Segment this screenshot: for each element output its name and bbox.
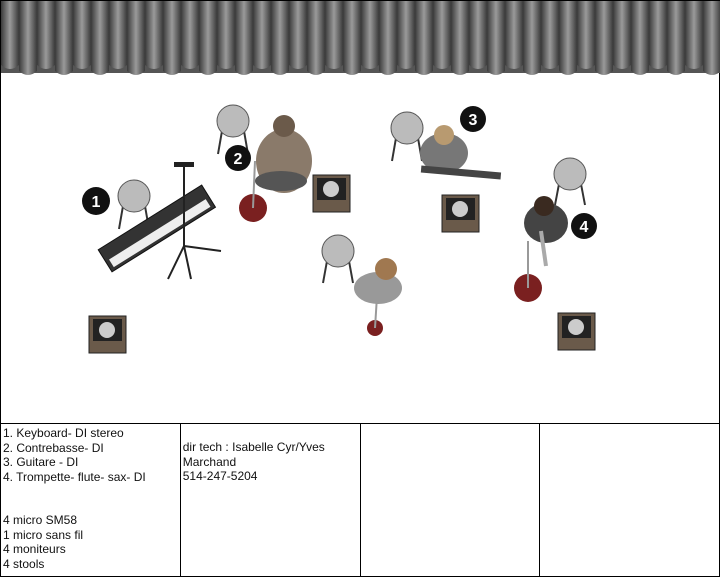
badge-4: 4 bbox=[571, 213, 597, 239]
svg-text:4: 4 bbox=[580, 219, 589, 236]
stage-area: 1 2 3 4 bbox=[0, 0, 720, 424]
curtain-fold bbox=[271, 1, 289, 75]
curtain-fold bbox=[433, 1, 451, 69]
contact-line: dir tech : Isabelle Cyr/Yves bbox=[182, 440, 325, 454]
curtain-fold bbox=[307, 1, 325, 75]
curtain-fold bbox=[199, 1, 217, 75]
input-item: 1. Keyboard- DI stereo bbox=[3, 426, 124, 440]
musician-bass bbox=[255, 115, 312, 193]
curtain-fold bbox=[361, 1, 379, 69]
curtain-fold bbox=[289, 1, 307, 69]
curtain-fold bbox=[667, 1, 685, 75]
curtain-fold bbox=[577, 1, 595, 69]
curtain-fold bbox=[631, 1, 649, 75]
curtain bbox=[1, 1, 720, 75]
keyboard bbox=[97, 184, 217, 273]
stool-5 bbox=[321, 234, 355, 284]
curtain-fold bbox=[325, 1, 343, 69]
stool-1 bbox=[117, 179, 151, 230]
curtain-fold bbox=[685, 1, 703, 69]
equipment-item: 4 stools bbox=[3, 556, 45, 571]
curtain-fold bbox=[487, 1, 505, 75]
curtain-fold bbox=[703, 1, 720, 75]
musician-horns bbox=[524, 196, 568, 267]
curtain-fold bbox=[181, 1, 199, 69]
equipment-item: 4 moniteurs bbox=[3, 542, 66, 556]
curtain-fold bbox=[235, 1, 253, 75]
curtain-fold bbox=[109, 1, 127, 69]
curtain-fold bbox=[91, 1, 109, 75]
curtain-fold bbox=[343, 1, 361, 75]
curtain-fold bbox=[37, 1, 55, 69]
input-item: 2. Contrebasse- DI bbox=[3, 440, 104, 455]
inputs-cell: 1. Keyboard- DI stereo 2. Contrebasse- D… bbox=[0, 423, 181, 577]
curtain-fold bbox=[1, 1, 19, 69]
svg-text:3: 3 bbox=[469, 112, 478, 129]
badge-2: 2 bbox=[225, 145, 251, 171]
contact-cell: dir tech : Isabelle Cyr/Yves Marchand 51… bbox=[179, 423, 361, 577]
stool-3 bbox=[390, 111, 424, 162]
empty-cell-3 bbox=[359, 423, 541, 577]
equipment-item: 4 micro SM58 bbox=[3, 513, 78, 527]
monitor-2 bbox=[441, 194, 480, 233]
keyboard-mic-stand bbox=[167, 162, 222, 280]
curtain-fold bbox=[253, 1, 271, 69]
badge-3: 3 bbox=[460, 106, 486, 132]
musician-guitar bbox=[420, 125, 502, 180]
contact-line: Marchand bbox=[182, 454, 237, 469]
badge-1: 1 bbox=[82, 187, 110, 215]
curtain-fold bbox=[523, 1, 541, 75]
curtain-fold bbox=[559, 1, 577, 75]
curtain-fold bbox=[613, 1, 631, 69]
curtain-fold bbox=[217, 1, 235, 69]
monitor-1 bbox=[312, 174, 351, 213]
curtain-fold bbox=[19, 1, 37, 75]
curtain-fold bbox=[379, 1, 397, 75]
curtain-fold bbox=[541, 1, 559, 69]
input-item: 4. Trompette- flute- sax- DI bbox=[3, 469, 146, 484]
musician-center bbox=[354, 258, 402, 304]
curtain-fold bbox=[649, 1, 667, 69]
info-table: 1. Keyboard- DI stereo 2. Contrebasse- D… bbox=[0, 423, 720, 577]
curtain-fold bbox=[127, 1, 145, 75]
svg-text:2: 2 bbox=[234, 151, 243, 168]
curtain-fold bbox=[73, 1, 91, 69]
monitor-4 bbox=[557, 312, 596, 351]
monitor-3 bbox=[88, 315, 127, 354]
stool-4 bbox=[553, 157, 587, 206]
equipment-item: 1 micro sans fil bbox=[3, 527, 84, 542]
mic-stand-4 bbox=[514, 241, 542, 302]
contact-phone: 514-247-5204 bbox=[182, 469, 258, 483]
input-item: 3. Guitare - DI bbox=[3, 455, 79, 469]
curtain-fold bbox=[163, 1, 181, 75]
empty-cell-4 bbox=[539, 423, 720, 577]
mic-stand-2 bbox=[239, 160, 267, 222]
curtain-fold bbox=[415, 1, 433, 75]
svg-text:1: 1 bbox=[92, 194, 101, 211]
curtain-fold bbox=[505, 1, 523, 69]
stage-diagram: 1 2 3 4 bbox=[1, 1, 720, 354]
curtain-fold bbox=[469, 1, 487, 69]
curtain-fold bbox=[145, 1, 163, 69]
curtain-fold bbox=[451, 1, 469, 75]
curtain-fold bbox=[397, 1, 415, 69]
curtain-fold bbox=[595, 1, 613, 75]
curtain-fold bbox=[55, 1, 73, 75]
